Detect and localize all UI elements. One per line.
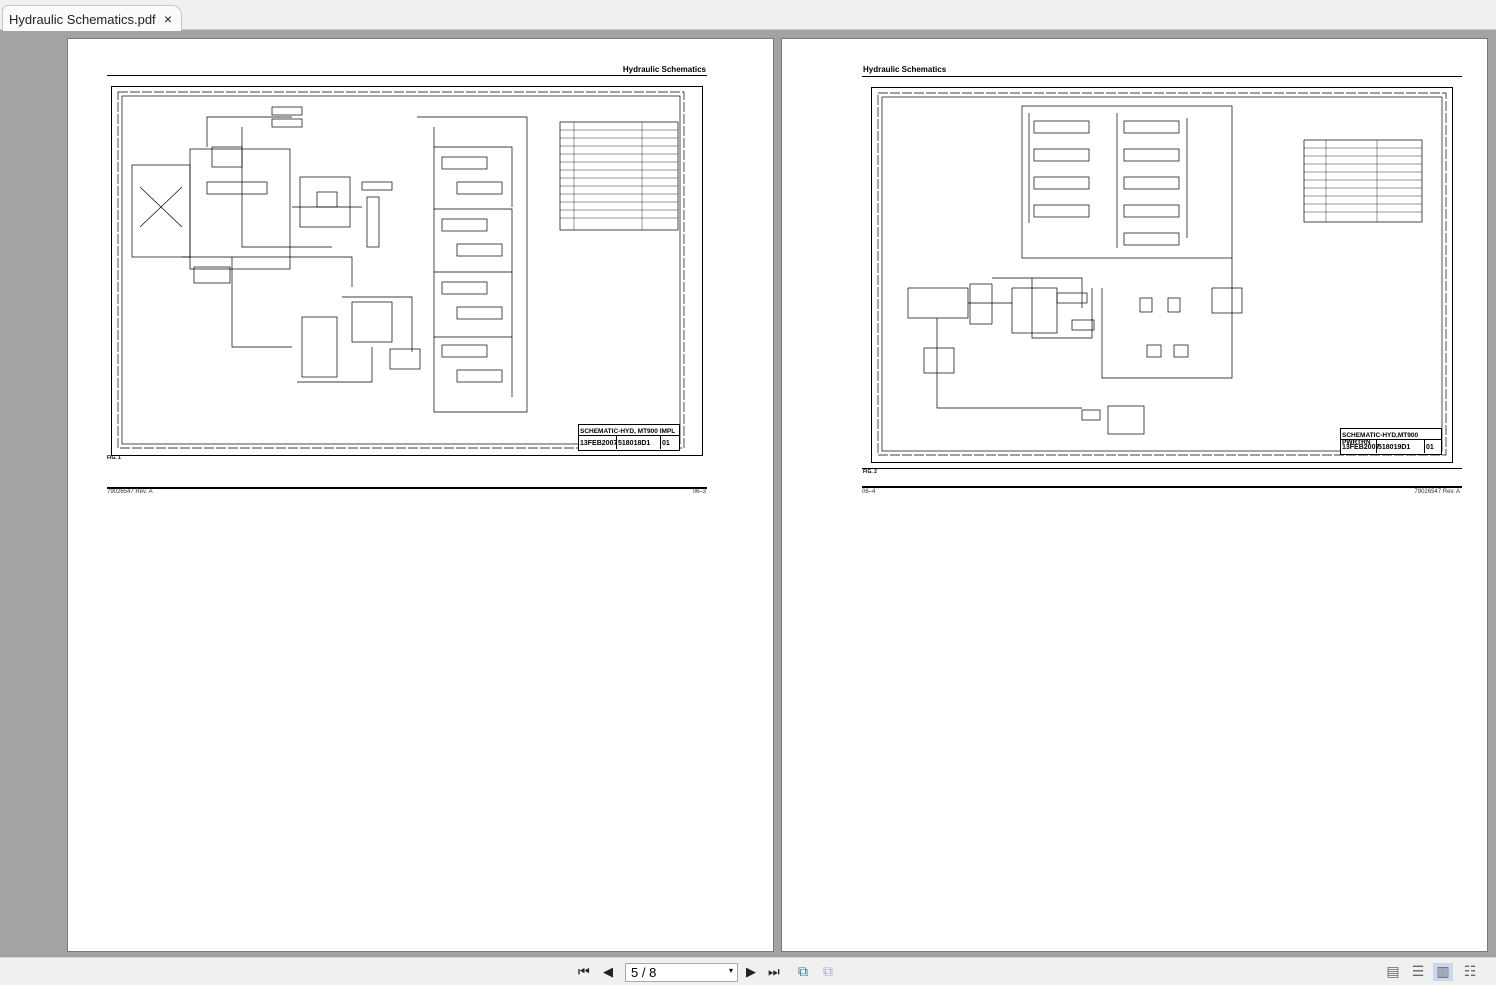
- next-page-button[interactable]: ▶: [746, 964, 756, 979]
- footer-doc-number: 79026547 Rev. A: [1414, 489, 1460, 495]
- previous-page-button[interactable]: ◀: [603, 964, 613, 979]
- pdf-page-left: Hydraulic Schematics: [67, 38, 774, 952]
- figure-label: FIG. 2: [863, 469, 877, 475]
- drawing-number: 518018D1: [617, 436, 661, 449]
- close-tab-icon[interactable]: ×: [163, 11, 172, 27]
- page-number-select[interactable]: 5 / 8 ▾: [625, 963, 738, 982]
- continuous-view-icon[interactable]: ☰: [1411, 963, 1425, 979]
- footer-rule: [107, 487, 707, 489]
- document-tab[interactable]: Hydraulic Schematics.pdf ×: [2, 5, 182, 31]
- drawing-rev: 01: [1426, 444, 1434, 451]
- tab-title: Hydraulic Schematics.pdf: [9, 12, 156, 27]
- tab-bar: Hydraulic Schematics.pdf ×: [0, 0, 1496, 31]
- page-number-value: 5 / 8: [631, 965, 657, 980]
- page-header: Hydraulic Schematics: [863, 65, 947, 74]
- header-rule: [862, 76, 1462, 77]
- footer-page-number: 06–4: [862, 489, 876, 495]
- two-page-continuous-view-icon[interactable]: ☷: [1463, 963, 1477, 979]
- chevron-down-icon[interactable]: ▾: [728, 966, 733, 975]
- first-page-button[interactable]: ⏮: [578, 964, 590, 979]
- header-rule: [107, 75, 707, 76]
- drawing-title: SCHEMATIC-HYD,MT900 PWRTRN: [1341, 429, 1441, 446]
- drawing-date: 13FEB2007: [579, 436, 617, 449]
- last-page-button[interactable]: ⏭: [768, 964, 780, 979]
- navigation-toolbar: ⏮ ◀ 5 / 8 ▾ ▶ ⏭ ⧉ ⧉ ▤ ☰ ▥ ☷: [0, 957, 1496, 985]
- footer-rule: [862, 486, 1462, 488]
- footer-doc-number: 79026547 Rev. A: [107, 489, 153, 495]
- drawing-title: SCHEMATIC-HYD, MT900 IMPL: [579, 425, 679, 436]
- pdf-page-right: Hydraulic Schematics SCHEMATIC-HYD,MT900…: [781, 38, 1488, 952]
- footer-page-number: 06–3: [692, 489, 706, 495]
- figure-label: FIG. 1: [107, 455, 121, 461]
- two-page-view-icon[interactable]: ▥: [1433, 963, 1453, 981]
- rotate-back-icon[interactable]: ⧉: [798, 963, 808, 979]
- single-page-view-icon[interactable]: ▤: [1386, 963, 1400, 979]
- drawing-number: 518019D1: [1377, 440, 1425, 453]
- drawing-rev: 01: [662, 440, 670, 447]
- figure-rule: [862, 468, 1462, 469]
- rotate-forward-icon[interactable]: ⧉: [823, 963, 833, 979]
- page-header: Hydraulic Schematics: [622, 65, 706, 74]
- drawing-date: 13FEB2007: [1341, 440, 1379, 453]
